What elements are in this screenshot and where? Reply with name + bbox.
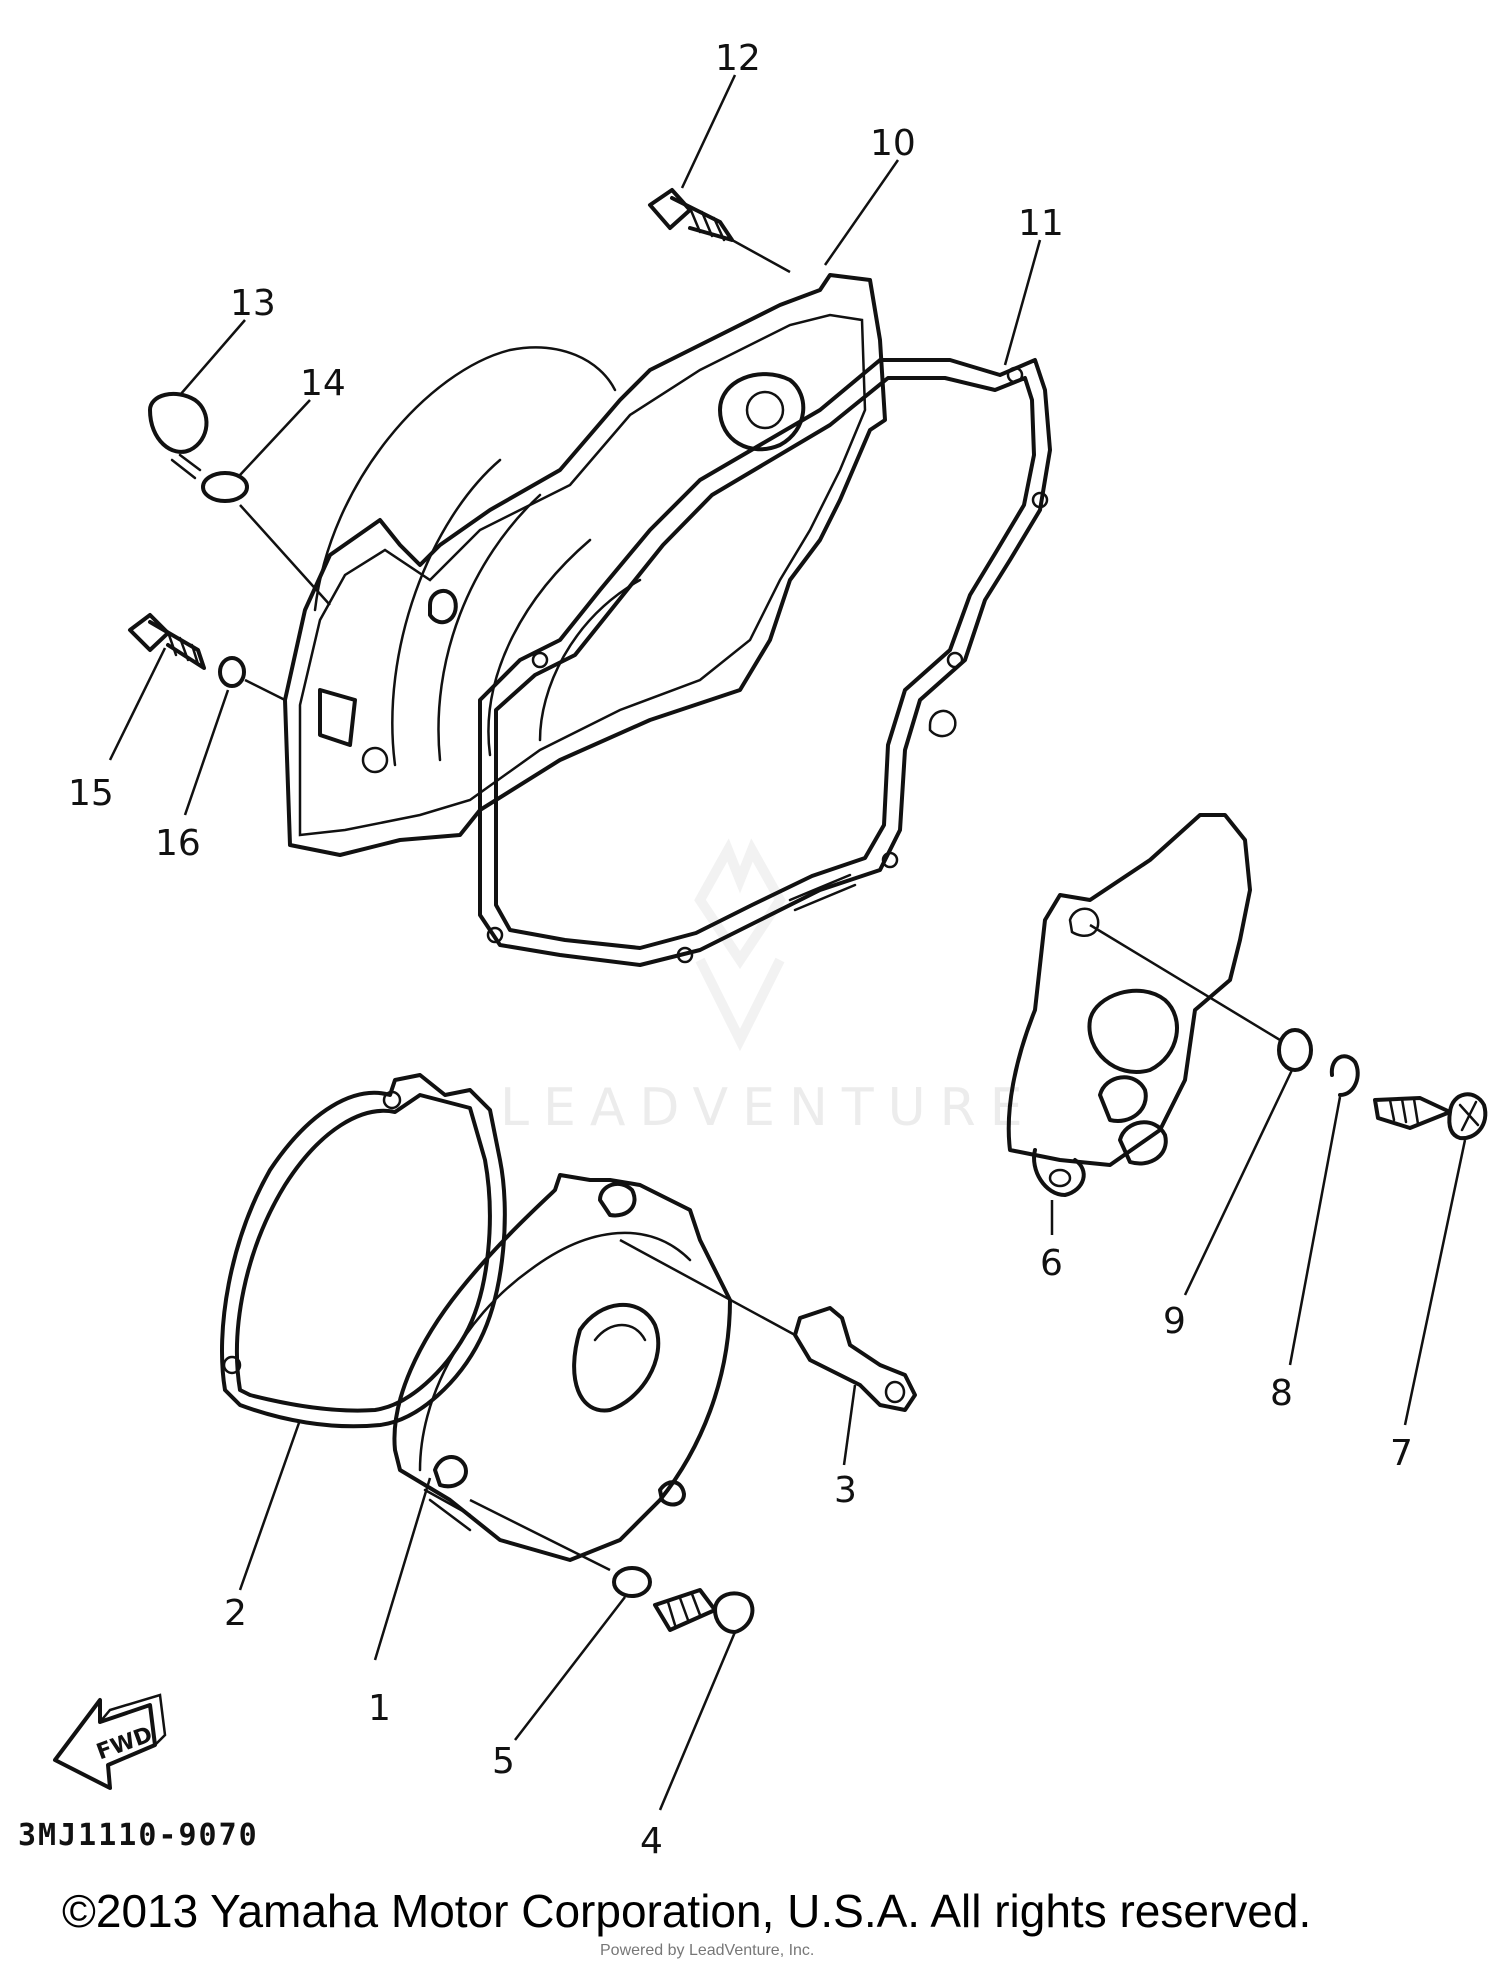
callout-labels: 1 2 3 4 5 6 7 8 9 10 11 12 13 14 15 16	[68, 38, 1413, 1862]
callout-7: 7	[1390, 1433, 1413, 1474]
cover-gasket-part	[478, 358, 1052, 967]
callout-13: 13	[230, 283, 276, 324]
copyright-text: ©2013 Yamaha Motor Corporation, U.S.A. A…	[62, 1885, 1311, 1937]
callout-14: 14	[300, 363, 346, 404]
plug-13-part	[148, 391, 209, 480]
forward-arrow-icon: FWD	[53, 1693, 167, 1790]
callout-6: 6	[1040, 1243, 1063, 1284]
washer-16-part	[218, 656, 286, 702]
callout-9: 9	[1163, 1301, 1186, 1342]
bolt-7-part	[1373, 1092, 1488, 1141]
callout-3: 3	[834, 1470, 857, 1511]
leader-lines	[108, 74, 1467, 1811]
lower-gasket-part	[220, 1073, 507, 1429]
callout-10: 10	[870, 123, 916, 164]
lock-washer-8-part	[1329, 1054, 1360, 1097]
washer-9-part	[1277, 1028, 1313, 1072]
callout-5: 5	[492, 1741, 515, 1782]
plate-6-part	[1006, 813, 1281, 1197]
watermark-text: LEADVENTURE	[500, 1078, 1037, 1138]
callout-8: 8	[1270, 1373, 1293, 1414]
callout-11: 11	[1018, 203, 1064, 244]
washer-5-part	[612, 1566, 652, 1598]
callout-4: 4	[640, 1821, 663, 1862]
powered-by-text: Powered by LeadVenture, Inc.	[600, 1942, 814, 1959]
callout-15: 15	[68, 773, 114, 814]
side-cover-1-part	[392, 1173, 796, 1572]
callout-2: 2	[224, 1593, 247, 1634]
drawing-code: 3MJ1110-9070	[18, 1818, 259, 1853]
leadventure-logo-icon	[694, 838, 786, 1052]
clamp-3-part	[793, 1306, 917, 1412]
o-ring-14-part	[201, 471, 331, 606]
bolt-12-part	[648, 188, 791, 274]
bolt-4-part	[653, 1588, 755, 1634]
bolt-15-part	[128, 613, 206, 670]
crankcase-cover-part	[283, 273, 887, 857]
callout-12: 12	[715, 38, 761, 79]
callout-16: 16	[155, 823, 201, 864]
callout-1: 1	[368, 1688, 391, 1729]
